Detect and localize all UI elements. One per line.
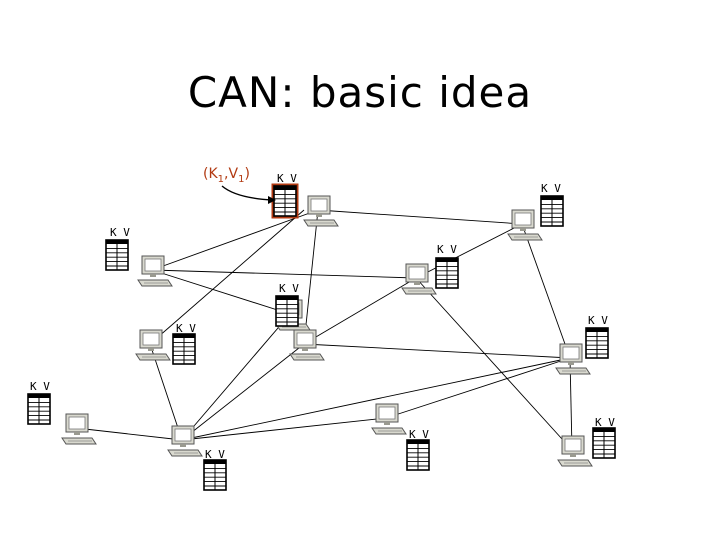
network-link	[317, 209, 523, 225]
computer-icon	[401, 263, 437, 295]
pair-label: (K1,V1)	[203, 166, 250, 185]
table-label: K V	[176, 322, 196, 335]
node-n3: K V	[105, 226, 173, 287]
computer-icon	[167, 425, 203, 457]
network-link	[303, 209, 319, 345]
computer-icon	[303, 195, 339, 227]
node-n5: K V	[401, 243, 459, 295]
table-label: K V	[595, 416, 615, 429]
table-label: K V	[588, 314, 608, 327]
table-label: K V	[279, 282, 299, 295]
key-value-table	[592, 427, 616, 459]
computer-icon	[135, 329, 171, 361]
node-n4: K V	[275, 282, 311, 331]
table-label: K V	[110, 226, 130, 239]
network-link	[151, 209, 319, 271]
network-link	[303, 277, 417, 345]
node-n8: K V	[557, 416, 616, 467]
computer-icon	[507, 209, 543, 241]
key-value-table	[435, 257, 459, 289]
computer-icon	[555, 343, 591, 375]
computer-icon	[137, 255, 173, 287]
computer-icon	[61, 413, 97, 445]
table-label: K V	[277, 172, 297, 185]
key-value-table	[275, 295, 299, 327]
computer-icon	[371, 403, 407, 435]
node-n10: K V	[167, 425, 227, 491]
network-link	[303, 343, 571, 359]
table-label: K V	[437, 243, 457, 256]
key-value-table	[203, 459, 227, 491]
key-value-table	[27, 393, 51, 425]
network-link	[75, 427, 183, 441]
network-link	[181, 417, 387, 441]
table-label: K V	[205, 448, 225, 461]
node-n1: K V	[271, 172, 339, 227]
table-label: K V	[30, 380, 50, 393]
key-value-table	[540, 195, 564, 227]
table-label: K V	[409, 428, 429, 441]
network-link	[415, 223, 523, 279]
key-value-table	[585, 327, 609, 359]
computer-icon	[289, 329, 325, 361]
computer-icon	[557, 435, 593, 467]
key-value-table	[105, 239, 129, 271]
network-link	[181, 313, 291, 441]
node-n9: K V	[27, 380, 97, 445]
node-extra	[135, 329, 171, 361]
network-link	[385, 357, 571, 419]
network-link	[521, 223, 571, 359]
inserted-pair: (K1,V1)	[203, 166, 276, 204]
key-value-table	[172, 333, 196, 365]
network-link	[181, 357, 571, 441]
node-n6: K V	[172, 322, 325, 365]
node-n2: K V	[507, 182, 564, 241]
network-links	[75, 209, 573, 451]
insert-arrow	[221, 185, 273, 201]
insert-arrowhead	[268, 196, 276, 204]
network-link	[149, 209, 305, 345]
key-value-table	[271, 183, 299, 219]
network-link	[151, 269, 291, 315]
slide-title: CAN: basic idea	[187, 68, 533, 117]
node-n11: K V	[371, 403, 430, 471]
node-n7: K V	[555, 314, 609, 375]
network-link	[151, 269, 417, 279]
network-nodes: K V K V K V K V K V K V K V K V K V K V K V	[27, 172, 616, 491]
key-value-table	[406, 439, 430, 471]
network-link	[415, 277, 573, 451]
network-link	[181, 343, 305, 441]
table-label: K V	[541, 182, 561, 195]
